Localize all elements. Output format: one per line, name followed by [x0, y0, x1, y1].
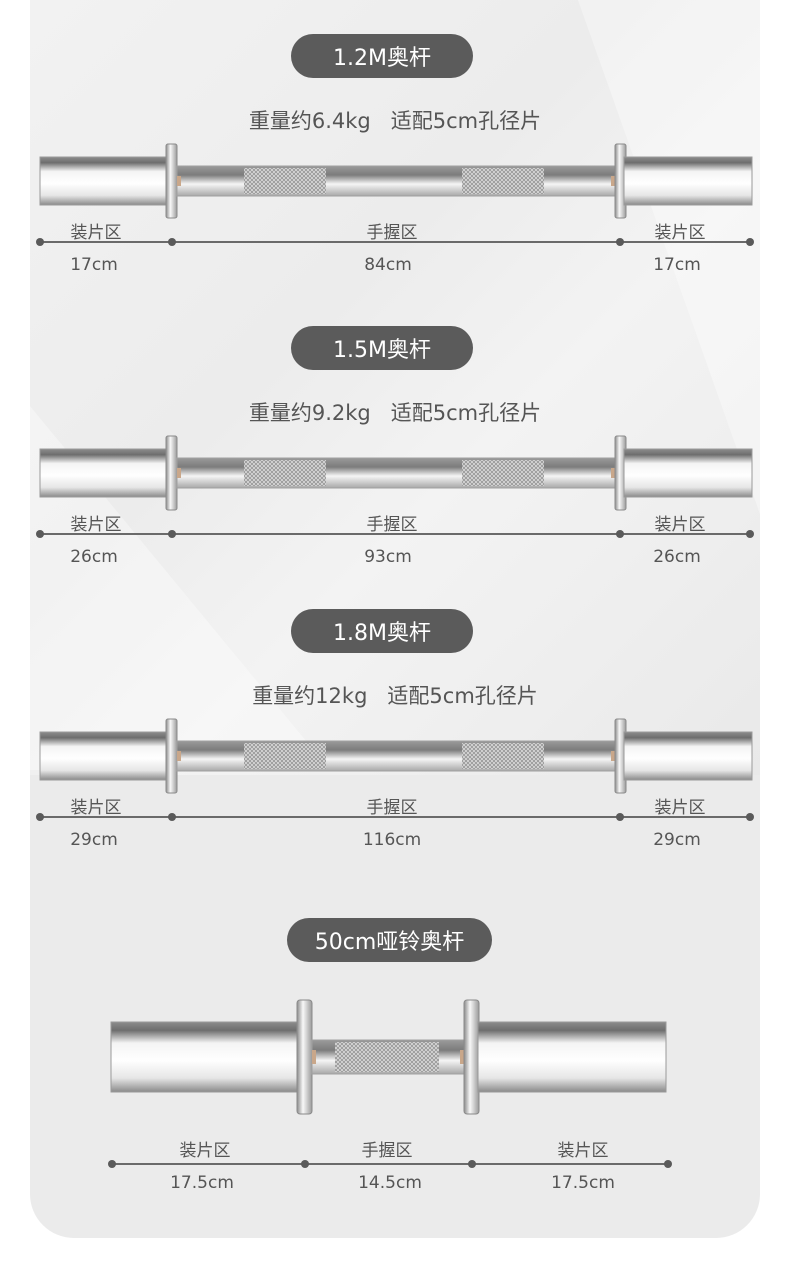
dimension-ruler: [40, 241, 750, 243]
length-sleeve-left: 17cm: [70, 255, 118, 275]
dumbbell-bar-illustration: [110, 999, 667, 1115]
zone-label-sleeve-left: 装片区: [179, 1141, 231, 1161]
zone-label-sleeve-right: 装片区: [654, 515, 706, 535]
length-sleeve-left: 26cm: [70, 547, 118, 567]
bar-title-pill: 1.5M奥杆: [291, 326, 473, 370]
zone-label-sleeve-right: 装片区: [557, 1141, 609, 1161]
ruler-tick: [301, 1160, 309, 1168]
zone-label-sleeve-left: 装片区: [70, 515, 122, 535]
olympic-bar-illustration: [39, 143, 753, 219]
bar-subtitle: 重量约6.4kg 适配5cm孔径片: [248, 109, 542, 133]
ruler-tick: [468, 1160, 476, 1168]
length-grip: 84cm: [364, 255, 412, 275]
length-sleeve-right: 17cm: [653, 255, 701, 275]
length-sleeve-left: 29cm: [70, 830, 118, 850]
olympic-bar-illustration: [39, 435, 753, 511]
bar-subtitle: 重量约9.2kg 适配5cm孔径片: [248, 401, 542, 425]
ruler-tick: [746, 813, 754, 821]
length-sleeve-right: 26cm: [653, 547, 701, 567]
length-grip: 93cm: [364, 547, 412, 567]
zone-label-grip: 手握区: [366, 223, 418, 243]
zone-label-sleeve-left: 装片区: [70, 223, 122, 243]
ruler-tick: [746, 238, 754, 246]
zone-label-sleeve-right: 装片区: [654, 798, 706, 818]
ruler-tick: [746, 530, 754, 538]
zone-label-grip: 手握区: [366, 515, 418, 535]
length-sleeve-right: 29cm: [653, 830, 701, 850]
ruler-tick: [664, 1160, 672, 1168]
bar-title-pill: 1.8M奥杆: [291, 609, 473, 653]
ruler-tick: [168, 530, 176, 538]
length-sleeve-right: 17.5cm: [551, 1173, 615, 1193]
ruler-tick: [36, 530, 44, 538]
dimension-ruler: [112, 1163, 668, 1165]
ruler-tick: [616, 530, 624, 538]
bar-title: 1.2M奥杆: [333, 46, 431, 71]
ruler-tick: [616, 238, 624, 246]
ruler-tick: [616, 813, 624, 821]
zone-label-sleeve-right: 装片区: [654, 223, 706, 243]
ruler-tick: [108, 1160, 116, 1168]
ruler-tick: [168, 813, 176, 821]
ruler-tick: [36, 813, 44, 821]
dimension-ruler: [40, 533, 750, 535]
ruler-tick: [168, 238, 176, 246]
zone-label-grip: 手握区: [366, 798, 418, 818]
zone-label-sleeve-left: 装片区: [70, 798, 122, 818]
dumbbell-title: 50cm哑铃奥杆: [314, 930, 465, 955]
dumbbell-title-pill: 50cm哑铃奥杆: [287, 918, 492, 962]
olympic-bar-illustration: [39, 718, 753, 794]
length-grip: 14.5cm: [358, 1173, 422, 1193]
bar-title: 1.5M奥杆: [333, 338, 431, 363]
length-sleeve-left: 17.5cm: [170, 1173, 234, 1193]
ruler-tick: [36, 238, 44, 246]
bar-title-pill: 1.2M奥杆: [291, 34, 473, 78]
bar-subtitle: 重量约12kg 适配5cm孔径片: [252, 684, 538, 708]
zone-label-grip: 手握区: [361, 1141, 413, 1161]
dimension-ruler: [40, 816, 750, 818]
length-grip: 116cm: [362, 830, 422, 850]
bar-title: 1.8M奥杆: [333, 621, 431, 646]
